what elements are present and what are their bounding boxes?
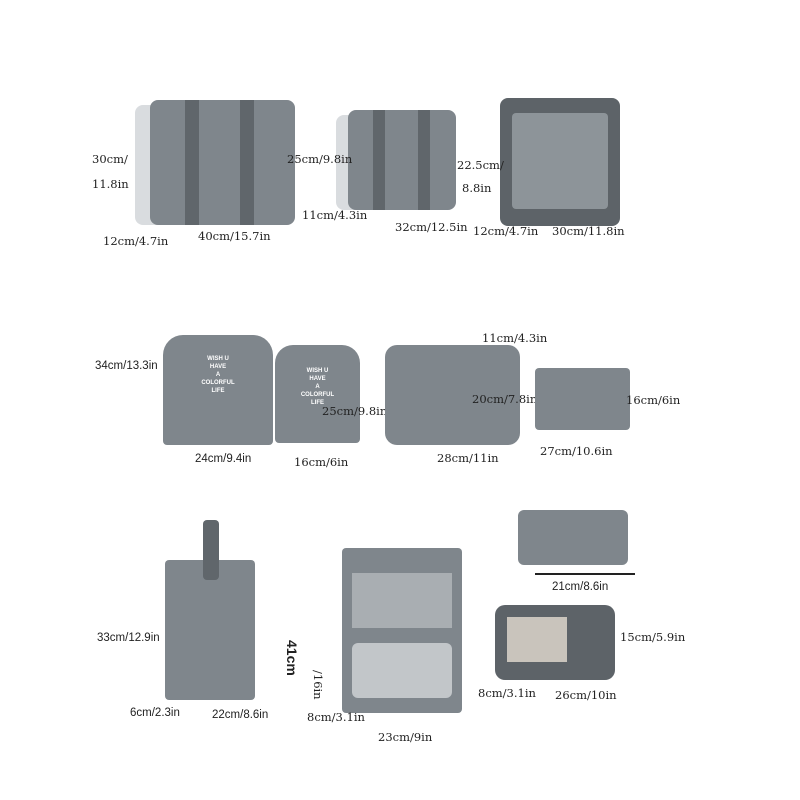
dimension-label: 22.5cm/ <box>457 158 504 172</box>
bag-print: HAVE <box>309 376 326 382</box>
dimension-label: 20cm/7.8in <box>472 392 538 406</box>
dimension-label: 16cm/6in <box>294 455 349 469</box>
mesh-pencil-bag <box>495 605 615 680</box>
large-packing-cube <box>150 100 295 225</box>
dimension-label: 33cm/12.9in <box>97 632 160 644</box>
bag-print: A <box>215 372 221 378</box>
dimension-label: 12cm/4.7in <box>473 224 539 238</box>
dimension-label: 21cm/8.6in <box>552 581 609 593</box>
dimension-label: 23cm/9in <box>378 730 433 744</box>
flat-pouch <box>535 368 630 430</box>
toiletry-box <box>385 345 520 445</box>
dimension-label: 41cm <box>284 640 300 676</box>
dimension-label: 11.8in <box>92 177 129 191</box>
dimension-label: 30cm/11.8in <box>552 224 625 238</box>
bag-print: HAVE <box>209 364 227 370</box>
dimension-label: 11cm/4.3in <box>302 208 368 222</box>
dimension-label: 34cm/13.3in <box>95 360 158 372</box>
dimension-label: 8cm/3.1in <box>307 710 365 724</box>
dimension-label: 11cm/4.3in <box>482 331 548 345</box>
dimension-label: 22cm/8.6in <box>212 709 269 721</box>
dimension-label: /16in <box>311 670 325 700</box>
small-drawstring-bag: WISH U HAVE A COLORFUL LIFE <box>275 345 360 443</box>
dimension-label: 12cm/4.7in <box>103 234 169 248</box>
dimension-label: 25cm/9.8in <box>322 404 388 418</box>
medium-packing-cube <box>348 110 456 210</box>
bag-print: WISH U <box>306 368 329 374</box>
dimension-label: 25cm/9.8in <box>287 152 353 166</box>
dimension-label: 26cm/10in <box>555 688 617 702</box>
bag-print: COLORFUL <box>201 380 235 386</box>
hanging-toiletry-bag <box>342 548 462 713</box>
shoe-bag <box>165 520 255 700</box>
cosmetic-pouch <box>518 510 628 565</box>
dimension-label: 28cm/11in <box>437 451 499 465</box>
dimension-label: 27cm/10.6in <box>540 444 613 458</box>
dimension-label: 6cm/2.3in <box>130 707 180 719</box>
dimension-label: 8.8in <box>462 181 492 195</box>
bag-print: LIFE <box>311 400 324 406</box>
dimension-line <box>535 573 635 575</box>
mesh-packing-cube <box>500 98 620 226</box>
bag-print: A <box>315 384 320 390</box>
dimension-label: 30cm/ <box>92 152 128 166</box>
dimension-label: 15cm/5.9in <box>620 630 686 644</box>
bag-print: COLORFUL <box>300 392 335 398</box>
large-drawstring-bag: WISH U HAVE A COLORFUL LIFE <box>163 335 273 445</box>
dimension-label: 8cm/3.1in <box>478 686 536 700</box>
bag-print: WISH U <box>207 356 229 362</box>
dimension-label: 32cm/12.5in <box>395 220 468 234</box>
dimension-label: 40cm/15.7in <box>198 229 271 243</box>
bag-print: LIFE <box>211 388 225 394</box>
dimension-label: 16cm/6in <box>626 393 681 407</box>
dimension-label: 24cm/9.4in <box>195 453 252 465</box>
